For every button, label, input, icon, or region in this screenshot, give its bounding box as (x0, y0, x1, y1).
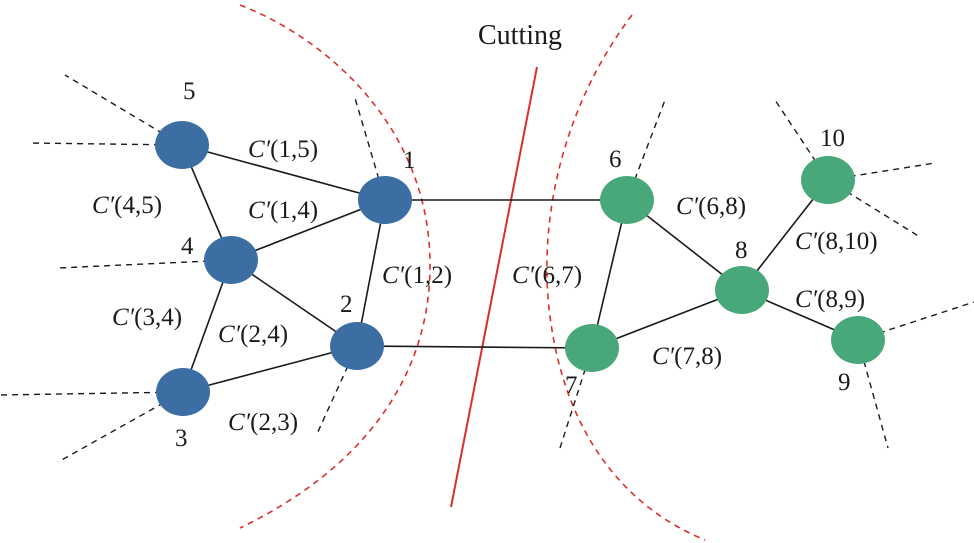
node-labels: 5 4 1 2 3 6 7 8 10 9 (175, 78, 851, 452)
graph-nodes (155, 121, 885, 416)
edge-label-8-9: C′(8,9) (795, 286, 865, 313)
cutting-line (450, 66, 538, 508)
edge-label-1-2: C′(1,2) (382, 262, 452, 289)
right-partition-boundary (546, 14, 706, 541)
stub-6 (626, 99, 666, 201)
edge-7-8 (591, 289, 743, 349)
edge-2-7 (356, 345, 593, 349)
left-partition-boundary (239, 4, 431, 529)
stub-10-c (827, 179, 921, 238)
node-3 (156, 368, 210, 416)
node-label-8: 8 (735, 237, 748, 264)
stub-9-b (857, 339, 889, 449)
edge-label-8-10: C′(8,10) (795, 228, 878, 255)
edge-label-1-5: C′(1,5) (248, 136, 318, 163)
node-1 (358, 176, 412, 224)
edge-label-6-7: C′(6,7) (512, 262, 582, 289)
node-10 (801, 156, 855, 204)
stub-3-a (0, 391, 184, 396)
node-label-1: 1 (403, 147, 416, 174)
node-5 (155, 121, 209, 169)
node-4 (204, 236, 258, 284)
node-2 (330, 322, 384, 370)
node-label-10: 10 (820, 125, 845, 152)
edge-1-4 (230, 199, 386, 261)
edge-label-2-3: C′(2,3) (228, 409, 298, 436)
edge-label-3-4: C′(3,4) (112, 304, 182, 331)
node-label-4: 4 (181, 233, 194, 260)
edge-labels: C′(1,5) C′(1,4) C′(4,5) C′(1,2) C′(2,4) … (92, 136, 878, 436)
edge-label-7-8: C′(7,8) (652, 343, 722, 370)
edge-6-7 (591, 199, 628, 349)
stub-4 (57, 259, 232, 269)
node-label-6: 6 (609, 146, 622, 173)
edge-label-4-5: C′(4,5) (92, 192, 162, 219)
node-label-5: 5 (183, 78, 196, 105)
node-8 (715, 266, 769, 314)
stub-10-b (827, 162, 936, 181)
edge-label-2-4: C′(2,4) (218, 321, 288, 348)
edge-1-2 (356, 199, 386, 347)
node-7 (565, 324, 619, 372)
cutting-label: Cutting (478, 20, 562, 51)
edge-label-6-8: C′(6,8) (676, 193, 746, 220)
node-6 (600, 176, 654, 224)
stub-1 (354, 97, 386, 201)
edge-1-5 (181, 144, 386, 201)
edge-2-3 (182, 345, 358, 393)
node-label-7: 7 (565, 372, 578, 399)
stub-9-a (857, 301, 974, 341)
node-label-9: 9 (838, 369, 851, 396)
node-label-2: 2 (340, 291, 353, 318)
edge-label-1-4: C′(1,4) (248, 197, 318, 224)
node-9 (831, 316, 885, 364)
node-label-3: 3 (175, 425, 188, 452)
